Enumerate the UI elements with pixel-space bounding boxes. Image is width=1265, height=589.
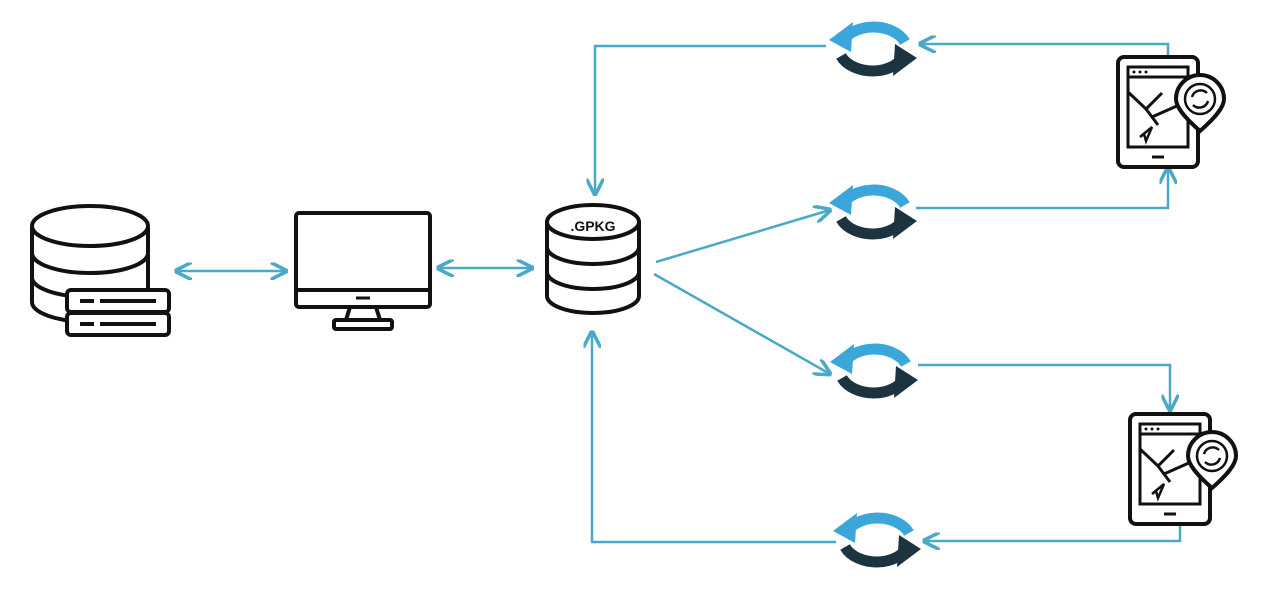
desktop-monitor-icon — [294, 211, 432, 331]
connector-sync4-to-gpkg — [592, 332, 836, 544]
connectors — [176, 44, 1182, 544]
database-icon — [545, 203, 641, 315]
sync-icon — [829, 185, 917, 239]
tablet-map-sync-icon — [1128, 412, 1238, 526]
database-server-icon — [30, 204, 171, 337]
connector-tablet-top-to-sync1 — [920, 44, 1170, 58]
sync-icon — [833, 513, 921, 567]
gpkg-label: .GPKG — [570, 218, 615, 234]
connector-gpkg-to-sync3 — [653, 272, 830, 374]
connector-gpkg-to-sync2 — [655, 210, 830, 264]
connector-sync1-to-gpkg — [595, 44, 826, 194]
connector-sync3-to-tablet-bottom — [918, 363, 1170, 410]
connector-tablet-bottom-to-sync4 — [924, 522, 1182, 541]
tablet-map-sync-icon — [1116, 55, 1226, 169]
gpkg-database: .GPKG — [545, 203, 641, 315]
sync-icon — [830, 344, 918, 398]
sync-icon — [829, 22, 917, 76]
connector-sync2-to-tablet-top — [916, 168, 1168, 210]
